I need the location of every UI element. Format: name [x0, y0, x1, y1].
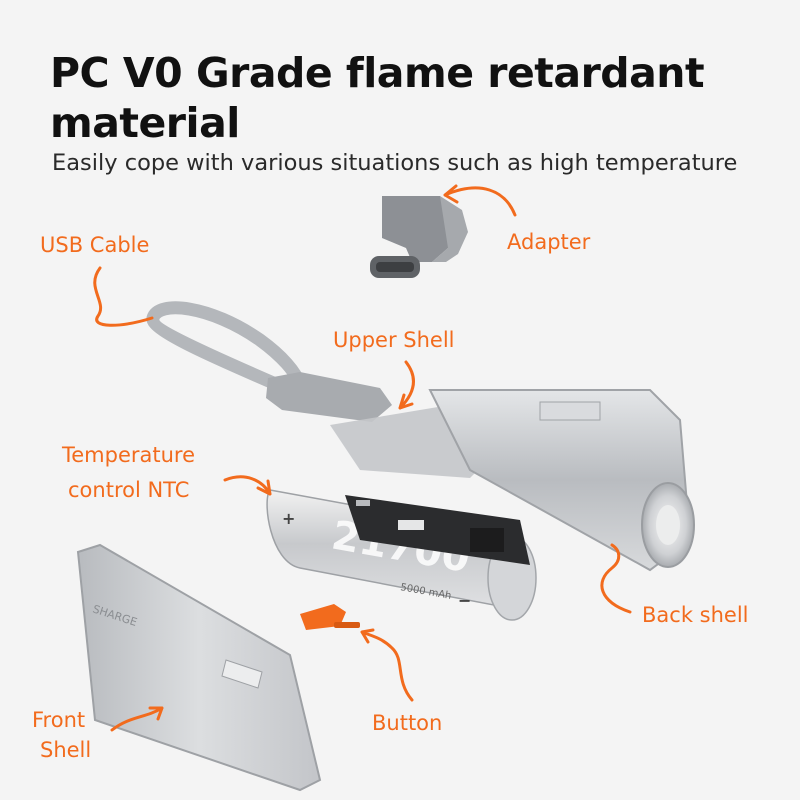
- front-shell-arrow-icon: [110, 706, 164, 732]
- back-shell-arrow-icon: [600, 543, 632, 614]
- label-front-line2: Shell: [40, 738, 92, 762]
- label-usb-cable: USB Cable: [40, 233, 150, 257]
- adapter-part: [370, 196, 468, 278]
- button-arrow-icon: [360, 628, 414, 702]
- usb-cable-part: [146, 301, 307, 395]
- subtitle: Easily cope with various situations such…: [52, 150, 738, 176]
- pcb-part: [345, 495, 530, 565]
- label-temperature-line1: Temperature: [62, 443, 196, 467]
- usb-cable-arrow-icon: [93, 266, 154, 327]
- adapter-arrow-icon: [443, 184, 517, 217]
- positive-terminal-text: +: [282, 509, 295, 528]
- temperature-arrow-icon: [223, 475, 272, 496]
- label-button: Button: [372, 711, 443, 735]
- upper-shell-arrow-icon: [398, 360, 415, 410]
- label-back-shell: Back shell: [642, 603, 749, 627]
- back-shell-part: [428, 389, 695, 572]
- label-temperature-line2: control NTC: [68, 478, 190, 502]
- front-shell-part: SHARGE: [76, 543, 322, 792]
- negative-terminal-text: −: [458, 591, 471, 610]
- headline: PC V0 Grade flame retardant material: [50, 49, 705, 147]
- label-upper-shell: Upper Shell: [333, 328, 455, 352]
- label-adapter: Adapter: [507, 230, 591, 254]
- label-front-line1: Front: [32, 708, 86, 732]
- button-part: [300, 604, 360, 630]
